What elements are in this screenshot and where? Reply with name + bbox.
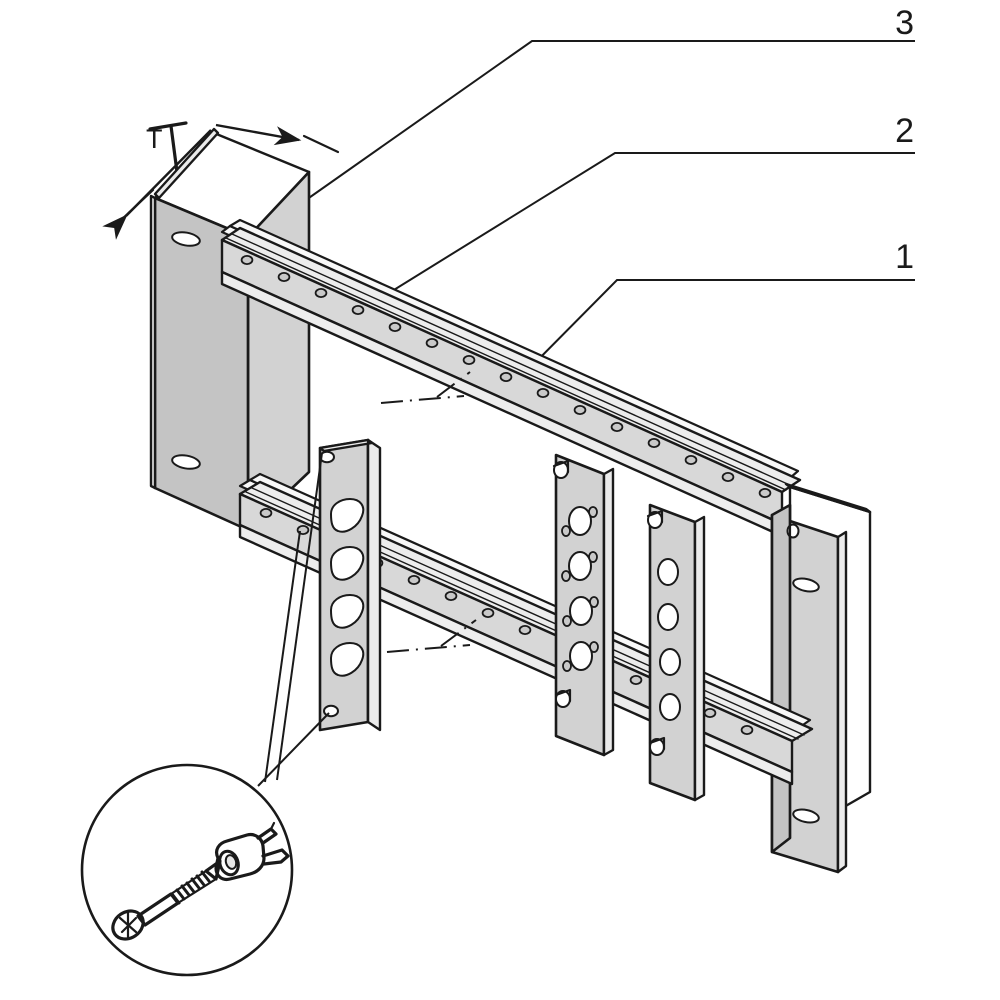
- middle-panel-a: [552, 453, 615, 757]
- callout-number-3: 3: [895, 4, 914, 42]
- upper-horizontal-rail: [220, 218, 802, 538]
- front-mounting-plate: [318, 438, 382, 732]
- callout-leader-1: [516, 279, 915, 382]
- middle-panel-a-holes: [561, 506, 599, 672]
- callout-leader-3: [295, 40, 915, 208]
- right-side-panel: [770, 482, 872, 874]
- front-plate-cutouts: [329, 497, 365, 677]
- rail-hole-row-upper: [240, 254, 772, 498]
- depth-dimension-T: [102, 121, 340, 240]
- assembly-centerline-lower: [386, 619, 477, 653]
- callout-leader-2: [375, 152, 915, 302]
- middle-panel-b: [646, 503, 706, 802]
- middle-panel-b-holes: [657, 558, 681, 721]
- detail-view-circle: [80, 763, 294, 977]
- screw-part: [111, 859, 222, 941]
- callout-number-1: 1: [895, 238, 914, 276]
- middle-panel-a-screws: [552, 459, 572, 708]
- left-side-panel: [149, 127, 311, 532]
- middle-panel-b-screws: [646, 509, 666, 756]
- assembly-centerline-upper: [380, 371, 471, 404]
- callout-number-2: 2: [895, 112, 914, 150]
- detail-circle-leaders: [257, 452, 330, 787]
- dimension-label-depth: T: [146, 124, 163, 154]
